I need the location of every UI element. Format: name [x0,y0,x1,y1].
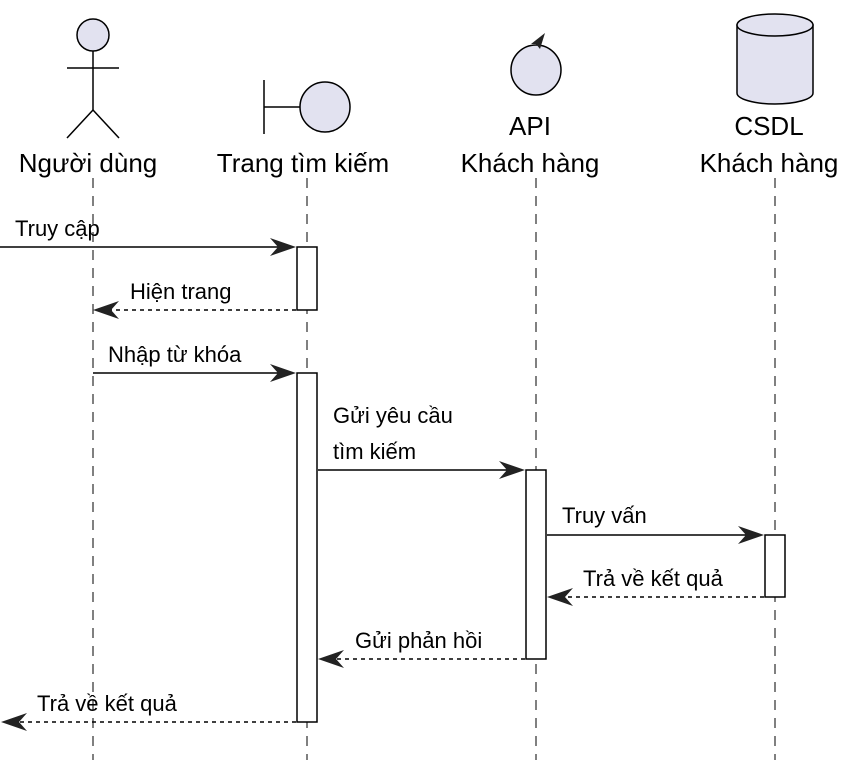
activation-db [764,534,786,598]
arrow-head-icon [318,650,344,668]
activation-page-2 [296,372,318,723]
arrow-head-icon [270,364,296,382]
activation-page-1 [296,246,318,311]
arrow-head-icon [1,713,27,731]
participant-label: Khách hàng [700,148,839,178]
activation-api [525,469,547,660]
message-label: Hiện trang [130,279,232,304]
message-enter-keyword: Nhập từ khóa [93,342,296,382]
participant-label: CSDL [734,111,803,141]
arrow-head-icon [738,526,764,544]
message-label: Gửi yêu cầu [333,403,453,428]
message-label: Gửi phản hồi [355,628,482,653]
message-label: Nhập từ khóa [108,342,242,367]
message-send-response: Gửi phản hồi [318,628,525,668]
database-db: CSDL Khách hàng [700,13,839,178]
arrow-head-icon [270,238,296,256]
message-show-page: Hiện trang [93,279,296,319]
message-page-return: Trả về kết quả [1,691,296,731]
arrow-head-icon [499,461,525,479]
message-db-return: Trả về kết quả [547,566,764,606]
actor-icon [66,18,120,139]
message-label: Truy cập [15,216,100,241]
message-label: Trả về kết quả [37,691,178,716]
message-send-search: Gửi yêu cầu tìm kiếm [318,403,525,479]
arrow-head-icon [93,301,119,319]
actor-user: Người dùng [19,18,158,178]
message-access: Truy cập [0,216,296,256]
boundary-icon [263,80,351,134]
participant-label: Người dùng [19,148,158,178]
message-label: Truy vấn [562,503,647,528]
message-label: Trả về kết quả [583,566,724,591]
participant-label: Khách hàng [461,148,600,178]
message-query: Truy vấn [547,503,764,544]
message-label: tìm kiếm [333,439,416,464]
boundary-page: Trang tìm kiếm [217,80,389,178]
participant-label: API [509,111,551,141]
database-icon [736,13,814,105]
arrow-head-icon [547,588,573,606]
participant-label: Trang tìm kiếm [217,148,389,178]
control-icon [510,33,562,96]
control-api: API Khách hàng [461,33,600,178]
